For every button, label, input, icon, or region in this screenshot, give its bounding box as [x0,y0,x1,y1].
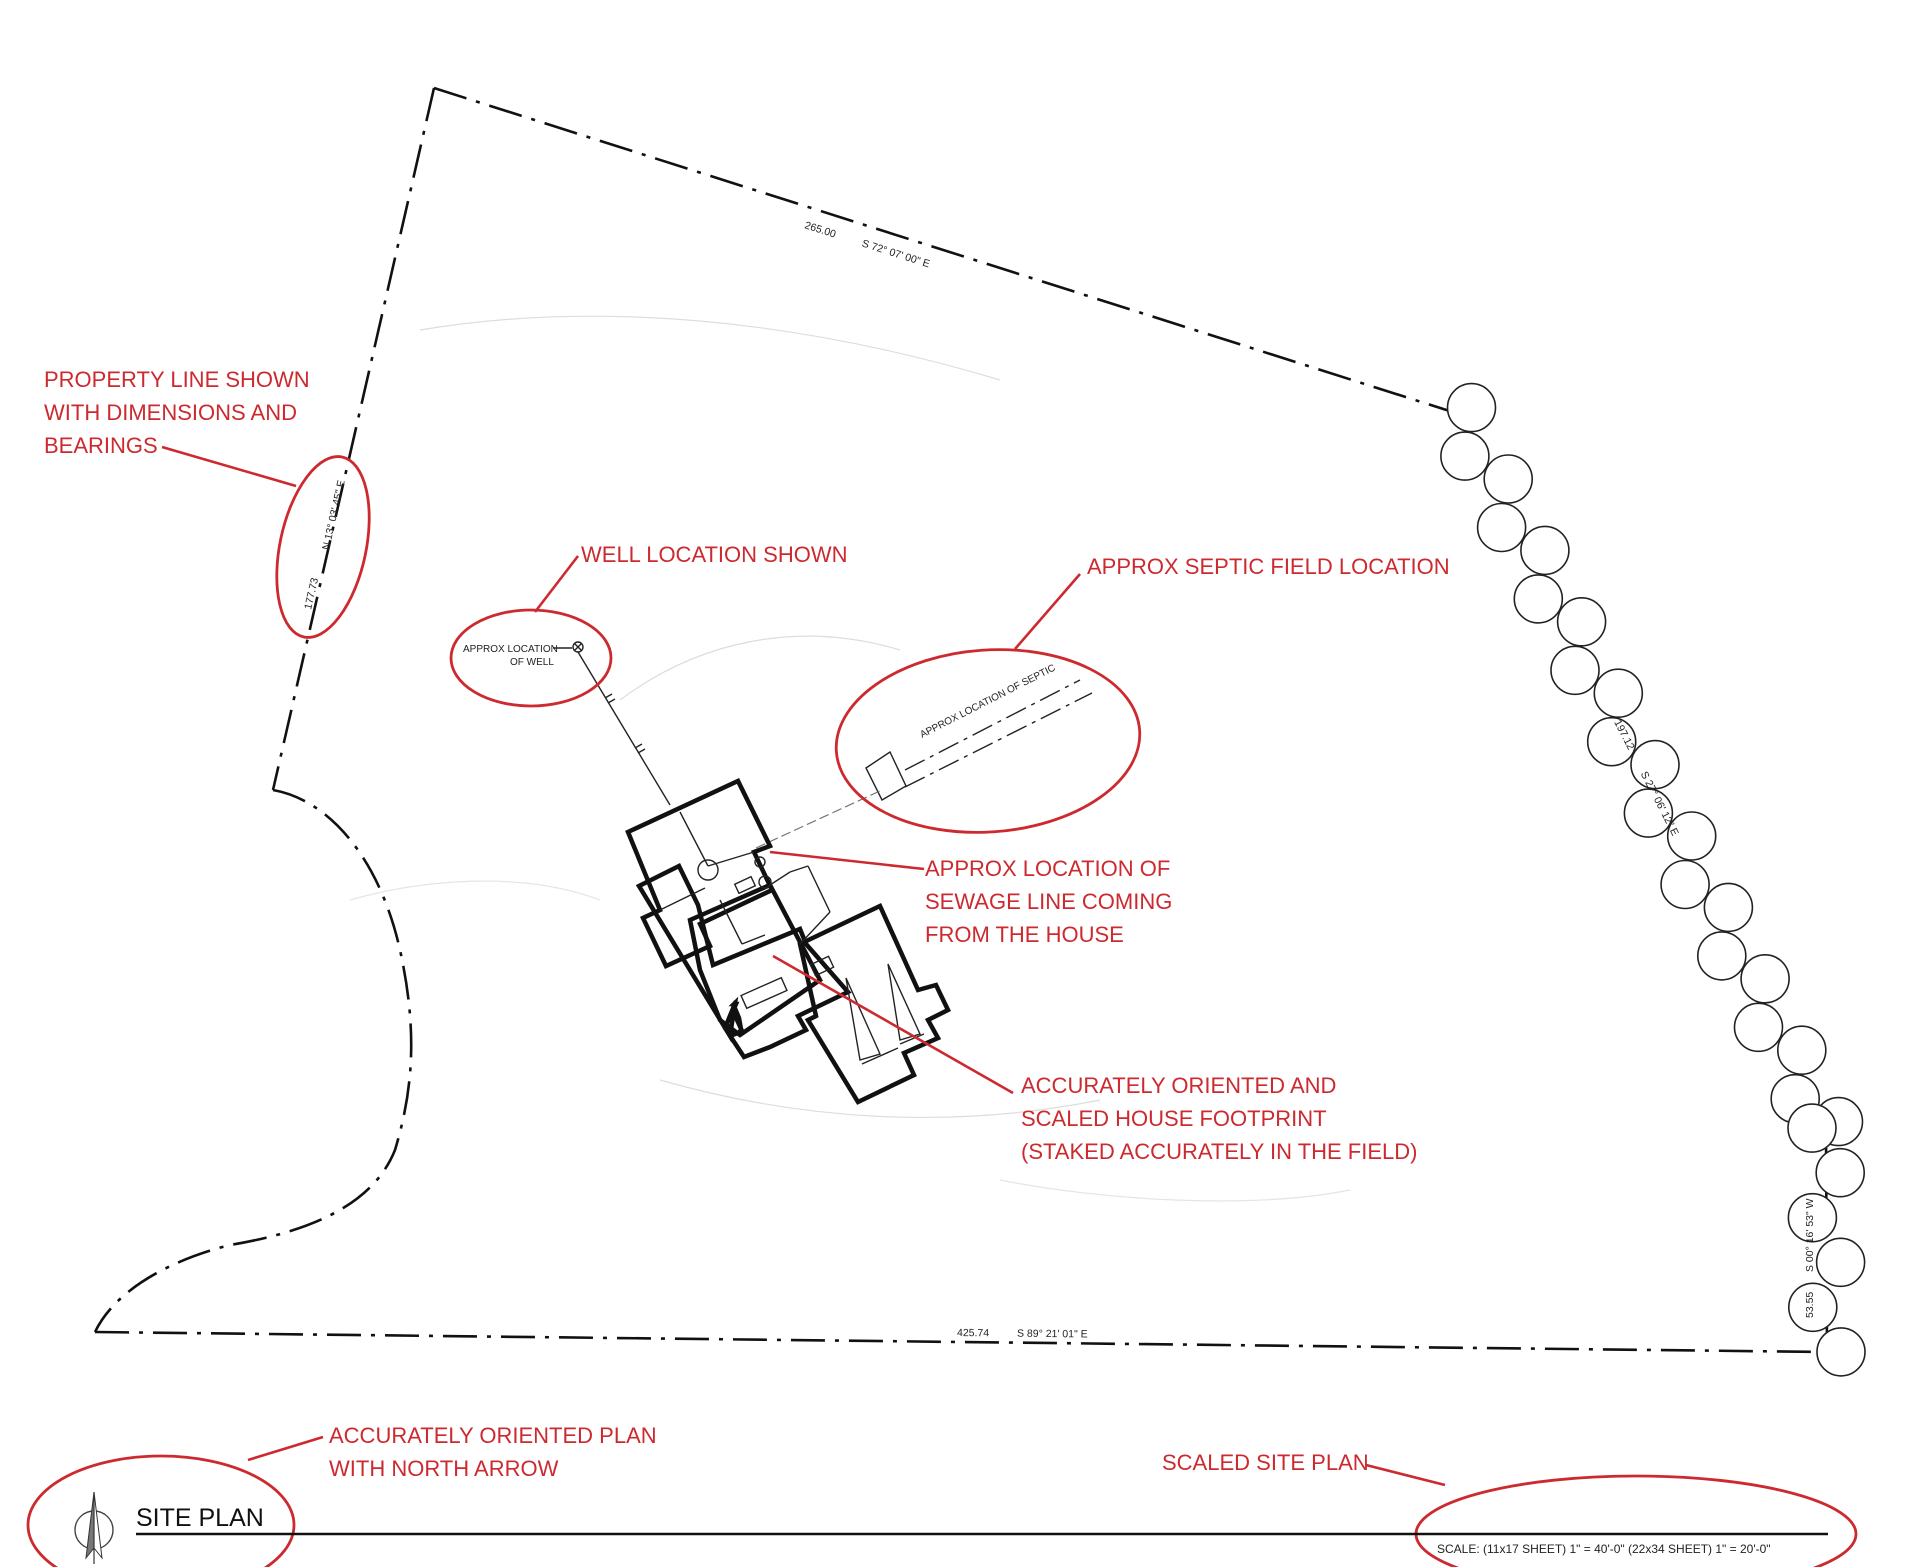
highlight-west-bearing [275,455,371,639]
dimension-east: 53.55 S 00° 16' 53" W [1804,1198,1816,1318]
house-wing-north [625,778,775,969]
dim-north-distance: 265.00 [803,219,837,240]
tree-canopy [1660,859,1710,910]
note-well: WELL LOCATION SHOWN [581,542,847,567]
tree-canopy [1556,596,1607,647]
septic-line-1 [904,679,1081,771]
tree-canopy [1740,953,1790,1004]
well-location: APPROX LOCATION OF WELL [463,641,671,806]
tree-canopy [1666,811,1717,861]
tree-canopy [1815,1237,1866,1288]
dim-south-bearing: S 89° 21' 01" E [1017,1328,1088,1341]
tree-canopy [1483,454,1533,504]
tree-canopy [1787,1103,1837,1153]
title-block: SITE PLAN SCALE: (11x17 SHEET) 1" = 40'-… [74,1491,1828,1564]
note-property-line-3: BEARINGS [44,433,158,458]
tree-canopy [1733,1002,1784,1053]
tree-canopy [1630,739,1680,790]
water-line [577,651,671,806]
septic-line-2 [904,692,1093,788]
note-north-arrow-2: WITH NORTH ARROW [329,1456,559,1481]
septic-field: APPROX LOCATION OF SEPTIC [755,663,1093,849]
tree-canopy [1520,525,1570,576]
property-line-west [271,87,436,791]
highlight-well [449,608,613,708]
tree-canopy [1697,931,1747,981]
note-property-line-1: PROPERTY LINE SHOWN [44,367,310,392]
note-house-2: SCALED HOUSE FOOTPRINT [1021,1106,1327,1131]
house-main-block [635,862,852,1060]
background-contours [349,315,1351,1202]
tree-canopy [1777,1025,1827,1075]
annotation-property-line: PROPERTY LINE SHOWN WITH DIMENSIONS AND … [44,367,371,639]
house-footprint [625,778,951,1105]
drawing-title: SITE PLAN [136,1504,264,1532]
tree-canopy [1816,1327,1866,1377]
annotation-north-arrow: ACCURATELY ORIENTED PLAN WITH NORTH ARRO… [26,1423,657,1567]
drawing-scale: SCALE: (11x17 SHEET) 1" = 40'-0" (22x34 … [1437,1542,1771,1556]
tree-canopy [1623,788,1674,838]
tree-canopy [1550,645,1600,696]
note-sewage-1: APPROX LOCATION OF [925,856,1170,881]
dimension-south: 425.74 S 89° 21' 01" E [957,1327,1088,1340]
dim-west-distance: 177.73 [302,577,321,611]
septic-label: APPROX LOCATION OF SEPTIC [918,663,1057,741]
annotation-sewage: APPROX LOCATION OF SEWAGE LINE COMING FR… [769,850,1172,947]
septic-tank [865,750,907,801]
property-line-north [433,86,1460,416]
tree-canopy [1513,574,1564,624]
tree-canopy [1446,382,1497,433]
note-septic-field: APPROX SEPTIC FIELD LOCATION [1087,554,1450,579]
tree-canopy [1476,502,1527,553]
sewage-line [755,789,883,849]
dim-east-bearing: S 00° 16' 53" W [1804,1198,1816,1272]
tree-canopy [1787,1192,1838,1243]
dim-south-distance: 425.74 [957,1327,989,1339]
tree-canopy [1703,882,1754,933]
note-house-1: ACCURATELY ORIENTED AND [1021,1073,1336,1098]
well-label-line2: OF WELL [510,657,554,668]
tree-canopy [1440,431,1490,481]
dimension-north: 265.00 S 72° 07' 00" E [803,219,931,270]
dimension-west: 177.73 N 13° 03' 45" E [302,479,348,611]
note-sewage-2: SEWAGE LINE COMING [925,889,1172,914]
property-line-curve [93,788,413,1333]
house-garage-wing [797,902,951,1105]
note-property-line-2: WITH DIMENSIONS AND [44,400,297,425]
note-scale: SCALED SITE PLAN [1162,1450,1369,1475]
tree-canopy [1586,716,1637,767]
tree-canopy [1788,1282,1838,1333]
annotation-well: WELL LOCATION SHOWN [449,542,847,708]
note-house-3: (STAKED ACCURATELY IN THE FIELD) [1021,1139,1417,1164]
tree-canopy [1593,668,1644,719]
annotation-house: ACCURATELY ORIENTED AND SCALED HOUSE FOO… [772,954,1417,1164]
note-north-arrow-1: ACCURATELY ORIENTED PLAN [329,1423,657,1448]
tree-canopy [1815,1147,1865,1198]
annotation-septic: APPROX SEPTIC FIELD LOCATION [834,554,1450,834]
tree-line [1440,382,1866,1377]
dim-east-distance: 53.55 [1804,1292,1816,1318]
note-sewage-3: FROM THE HOUSE [925,922,1124,947]
highlight-north-arrow [26,1454,296,1567]
north-arrow-icon [74,1491,114,1564]
dim-west-bearing: N 13° 03' 45" E [320,479,348,551]
well-label-line1: APPROX LOCATION [463,644,558,655]
highlight-septic [834,648,1142,834]
